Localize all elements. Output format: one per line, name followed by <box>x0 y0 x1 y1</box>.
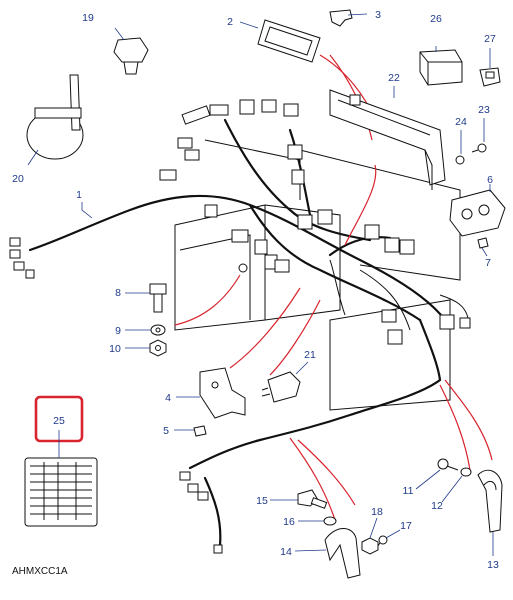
part-label-26: 26 <box>430 13 442 25</box>
part-label-27: 27 <box>484 33 496 45</box>
part-labels: 1 2 3 4 5 6 7 8 9 10 11 12 13 14 15 16 1… <box>12 9 499 571</box>
part-label-22: 22 <box>388 72 400 84</box>
part-label-17: 17 <box>400 520 412 532</box>
part-12-washer <box>460 467 472 477</box>
part-17-screw <box>374 535 388 551</box>
part-label-10: 10 <box>109 343 121 355</box>
part-label-14: 14 <box>280 546 292 558</box>
harness-connectors <box>9 99 471 554</box>
part-label-12: 12 <box>431 500 443 512</box>
part-5-screw <box>193 425 207 437</box>
part-4-bracket <box>199 367 246 419</box>
part-label-25: 25 <box>53 415 65 427</box>
part-label-16: 16 <box>283 516 295 528</box>
part-2-relay-box <box>257 19 321 63</box>
background-outlines <box>174 139 461 411</box>
part-15-bolt <box>297 489 328 509</box>
part-label-18: 18 <box>371 506 383 518</box>
part-label-19: 19 <box>82 12 94 24</box>
part-label-13: 13 <box>487 559 499 571</box>
red-leader-lines <box>174 54 493 521</box>
part-26-relay <box>419 49 463 86</box>
part-3-clip <box>329 9 353 27</box>
drawing-reference-code: AHMXCC1A <box>12 566 68 577</box>
part-8-bolt <box>149 283 167 313</box>
part-9-washer <box>150 324 166 336</box>
part-label-24: 24 <box>455 116 467 128</box>
part-25-label-card <box>24 457 98 527</box>
part-6-grommet-plate <box>449 189 506 237</box>
label-leader-lines <box>27 13 494 556</box>
part-label-11: 11 <box>403 485 414 497</box>
part-label-6: 6 <box>487 174 493 186</box>
part-16-washer <box>323 516 337 526</box>
part-label-7: 7 <box>485 257 491 269</box>
part-label-23: 23 <box>478 104 490 116</box>
part-label-4: 4 <box>165 392 171 404</box>
part-10-nut <box>149 339 167 357</box>
part-label-15: 15 <box>256 495 268 507</box>
main-harness <box>28 118 469 547</box>
part-24-nut <box>455 155 465 165</box>
part-20-cable-tie <box>26 74 84 160</box>
part-18-nut <box>361 537 379 555</box>
part-label-1: 1 <box>76 189 82 201</box>
part-14-clip <box>324 528 361 579</box>
part-21-connector <box>261 371 301 403</box>
part-22-bracket <box>329 89 446 190</box>
part-11-screw <box>437 458 459 471</box>
part-label-5: 5 <box>163 425 169 437</box>
part-13-clip <box>477 469 503 533</box>
part-label-20: 20 <box>12 173 24 185</box>
part-7-screw <box>477 237 489 249</box>
part-label-8: 8 <box>115 287 121 299</box>
part-label-21: 21 <box>304 349 316 361</box>
part-label-9: 9 <box>115 325 121 337</box>
part-label-3: 3 <box>375 9 381 21</box>
part-19-clip <box>113 37 149 75</box>
part-label-2: 2 <box>227 16 233 28</box>
part-27-fuse <box>479 67 501 87</box>
part-23-screw <box>471 143 487 153</box>
